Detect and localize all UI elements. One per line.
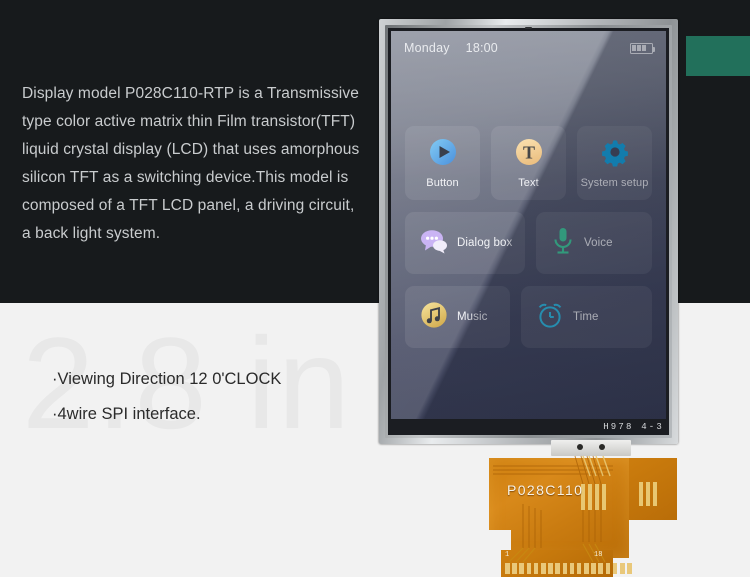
app-label-time: Time [573,311,599,323]
fpc-connector [551,440,631,456]
flex-cable: P028C110 1 18 [463,440,678,577]
app-tile-voice[interactable]: Voice [536,212,652,274]
connector-hole [577,444,583,450]
app-label-button: Button [426,177,459,189]
app-tile-time[interactable]: Time [521,286,652,348]
fpc-pin [612,563,618,574]
fpc-pin [627,563,632,574]
app-label-dialog-box: Dialog box [457,237,513,249]
fpc-pin [605,563,611,574]
fpc-pin [562,563,568,574]
fpc-pin [505,563,510,574]
battery-cell [641,44,646,52]
app-label-voice: Voice [584,237,613,249]
fpc-pin [540,563,546,574]
app-row-2: Dialog box Voice [405,212,652,274]
battery-cells [632,44,646,52]
chat-bubble-icon [419,227,449,260]
fpc-pin [555,563,560,574]
app-tile-button[interactable]: Button [405,126,480,200]
app-grid: Button T Text [391,71,666,348]
lcd-screen[interactable]: Monday 18:00 [391,31,666,419]
bezel-code-label: H978 4-3 [603,422,664,432]
spec-line-interface: ·4wire SPI interface. [52,405,201,423]
app-tile-music[interactable]: Music [405,286,510,348]
app-row-1: Button T Text [405,126,652,200]
lcd-module: Monday 18:00 [379,19,678,444]
app-tile-text[interactable]: T Text [491,126,566,200]
fpc-pin [526,563,532,574]
fpc-pin [591,563,596,574]
svg-text:T: T [522,143,534,163]
app-tile-system-setup[interactable]: System setup [577,126,652,200]
fpc-pin-number-first: 1 [505,551,510,559]
app-tile-dialog-box[interactable]: Dialog box [405,212,525,274]
connector-hole [599,444,605,450]
bezel-notch-dot [525,27,532,29]
battery-cell [637,44,641,52]
app-row-3: Music [405,286,652,348]
status-bar: Monday 18:00 [391,31,666,65]
fpc-pin [584,563,589,574]
fpc-pin [620,563,625,574]
text-circle-icon: T [514,137,544,172]
fpc-pin [598,563,604,574]
fpc-pin [576,563,582,574]
gear-icon [600,137,630,172]
app-label-text: Text [518,177,539,189]
app-label-system-setup: System setup [580,177,649,189]
green-color-swatch [686,36,750,76]
play-circle-icon [428,137,458,172]
battery-icon [630,42,656,54]
microphone-icon [550,226,576,261]
battery-cell [632,44,636,52]
fpc-pin [548,563,553,574]
product-description-text: Display model P028C110-RTP is a Transmis… [22,85,360,242]
spec-line-viewing-direction: ·Viewing Direction 12 0'CLOCK [52,370,282,388]
fpc-wing [629,458,677,520]
alarm-clock-icon [535,300,565,335]
music-note-circle-icon [419,300,449,335]
screen-tint-layer [391,31,666,419]
fpc-pin-number-last: 18 [594,551,603,559]
size-watermark: 2.8 in [22,310,353,456]
app-label-music: Music [457,311,488,323]
fpc-part-label: P028C110 [507,482,584,498]
fpc-pin [533,563,539,574]
status-bar-day: Monday [404,41,450,55]
status-bar-time: 18:00 [465,41,498,55]
spec-list: ·Viewing Direction 12 0'CLOCK ·4wire SPI… [52,362,382,432]
fpc-pin [569,563,575,574]
fpc-pin [512,563,517,574]
fpc-pin [519,563,524,574]
fpc-pin-row [505,563,632,574]
